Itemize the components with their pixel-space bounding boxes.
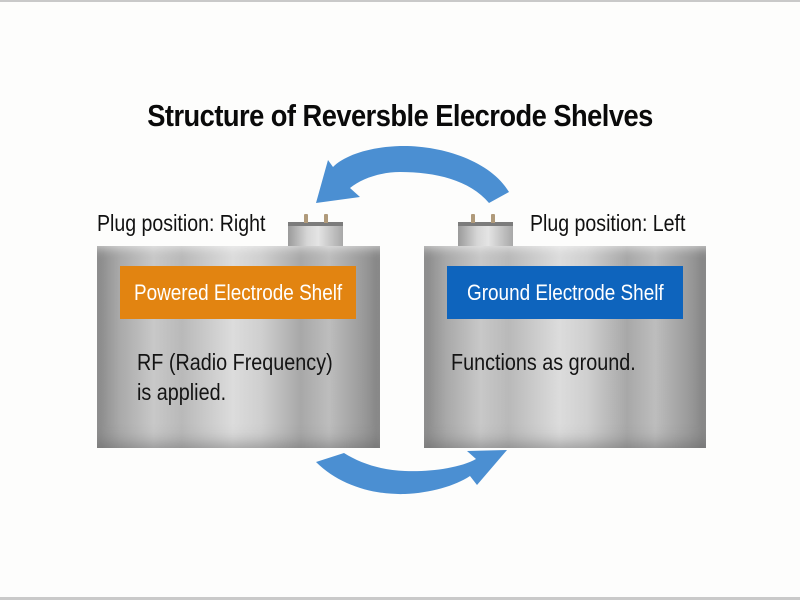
- frame-top-border: [0, 0, 800, 2]
- powered-electrode-shelf-label: Powered Electrode Shelf: [120, 266, 356, 319]
- description-line: Functions as ground.: [451, 349, 636, 375]
- powered-shelf-name: Powered Electrode Shelf: [133, 279, 343, 305]
- right-shelf-plug: [458, 214, 513, 246]
- plug-pin: [324, 214, 328, 223]
- plug-pin: [304, 214, 308, 223]
- description-line: RF (Radio Frequency): [137, 349, 333, 375]
- left-plug-position-label: Plug position: Right: [97, 210, 266, 236]
- top-swap-arrow-icon: [316, 145, 509, 203]
- diagram-title: Structure of Reversble Elecrode Shelves: [147, 98, 653, 133]
- powered-shelf-description: RF (Radio Frequency) is applied.: [137, 347, 333, 407]
- ground-shelf-name: Ground Electrode Shelf: [466, 279, 664, 305]
- plug-pin: [471, 214, 475, 223]
- description-line: is applied.: [137, 379, 227, 405]
- frame-bottom-border: [0, 597, 800, 600]
- plug-pin: [491, 214, 495, 223]
- right-plug-position-label: Plug position: Left: [530, 210, 686, 236]
- bottom-swap-arrow-icon: [316, 450, 507, 495]
- ground-shelf-description: Functions as ground.: [451, 347, 636, 377]
- left-shelf-plug: [288, 214, 343, 246]
- ground-electrode-shelf-label: Ground Electrode Shelf: [447, 266, 683, 319]
